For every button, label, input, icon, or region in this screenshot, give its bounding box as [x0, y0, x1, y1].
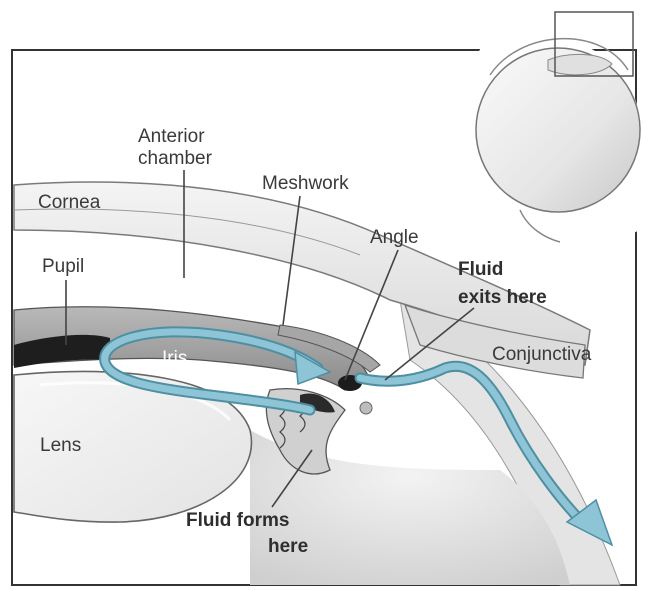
label-pupil: Pupil: [42, 256, 84, 277]
label-cornea: Cornea: [38, 192, 101, 213]
label-angle: Angle: [370, 227, 419, 248]
label-fluid-exits-line2: exits here: [458, 287, 547, 308]
label-conjunctiva: Conjunctiva: [492, 344, 592, 365]
label-lens: Lens: [40, 435, 81, 456]
schlemm-canal: [360, 402, 372, 414]
label-iris: Iris: [162, 348, 187, 369]
label-fluid-forms-line2: here: [268, 536, 308, 557]
label-meshwork: Meshwork: [262, 173, 349, 194]
label-anterior-chamber-line1: Anterior: [138, 126, 205, 147]
label-anterior-chamber-line2: chamber: [138, 148, 213, 169]
label-fluid-forms-line1: Fluid forms: [186, 510, 289, 531]
label-fluid-exits-line1: Fluid: [458, 259, 503, 280]
